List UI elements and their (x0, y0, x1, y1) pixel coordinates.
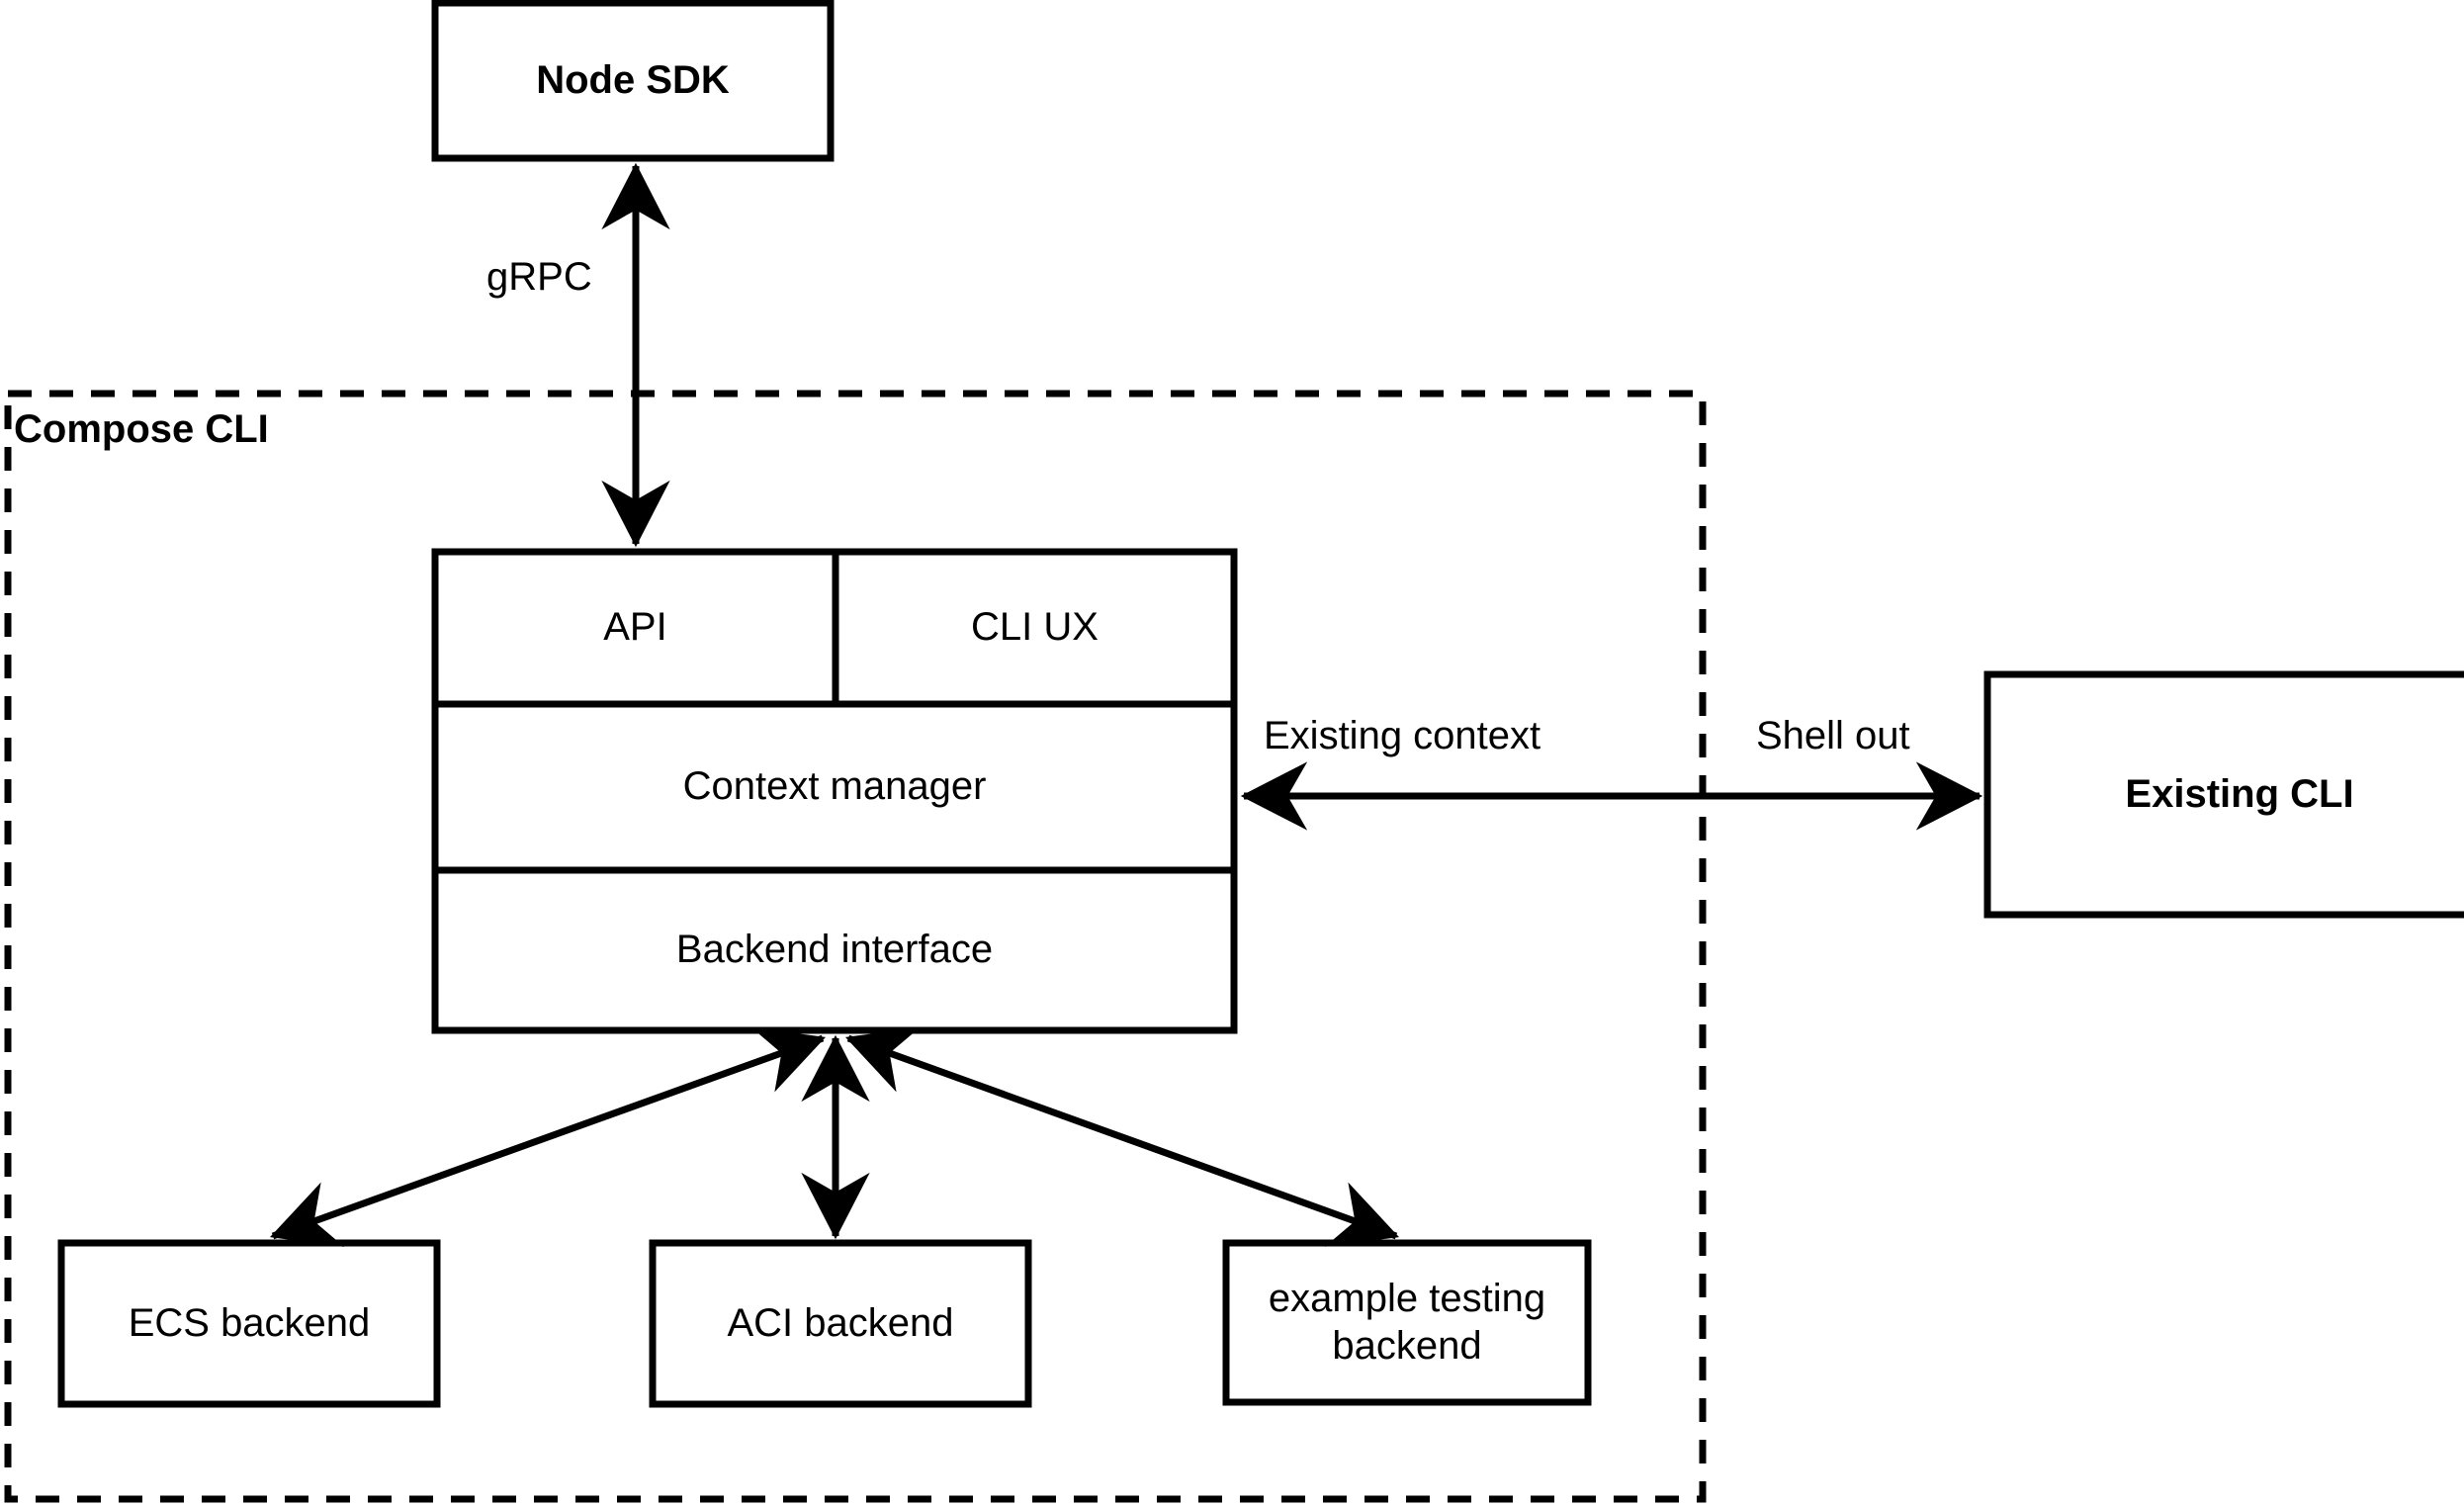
shell-out-edge-label: Shell out (1756, 714, 1910, 757)
grpc-edge-label: gRPC (486, 255, 592, 299)
compose-cli-group-label: Compose CLI (14, 407, 269, 451)
example-testing-backend-box[interactable] (1222, 1239, 1592, 1406)
node-sdk-box[interactable] (431, 0, 835, 162)
aci-backend-box[interactable] (649, 1239, 1032, 1408)
backend-to-example-arrow (844, 1027, 1400, 1247)
compose-cli-group-border (4, 390, 1707, 1503)
existing-context-edge-label: Existing context (1264, 714, 1541, 757)
backend-to-ecs-arrow (269, 1027, 827, 1247)
existing-cli-box[interactable] (1983, 670, 2464, 919)
ecs-backend-box[interactable] (57, 1239, 441, 1408)
